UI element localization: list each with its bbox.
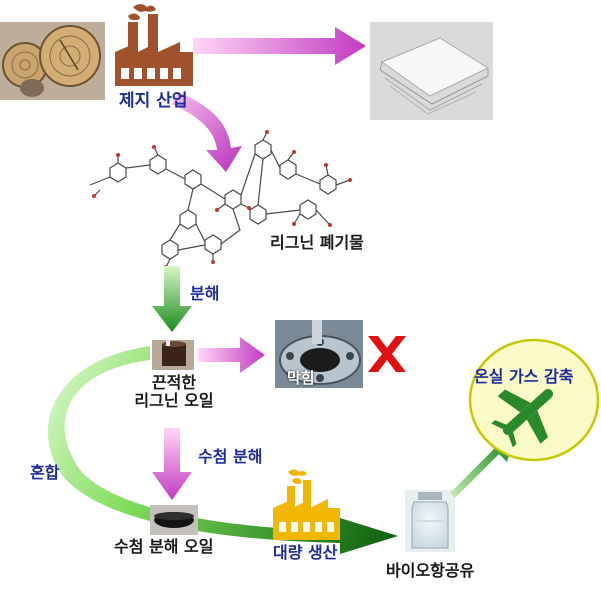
label-sticky-oil-line2: 리그닌 오일 (134, 391, 214, 411)
lignin-molecule (89, 131, 351, 268)
label-ghg-reduction: 온실 가스 감축 (474, 367, 574, 386)
arrow-decompose (152, 266, 192, 332)
label-mass-production: 대량 생산 (273, 543, 338, 562)
label-bio-jet-fuel: 바이오항공유 (386, 561, 475, 580)
fuel-bottle-photo (405, 490, 455, 552)
reactor-photo (275, 320, 363, 388)
arrow-to-paper (193, 27, 366, 65)
label-decomposition: 분해 (190, 284, 220, 303)
label-clogging: 막힘 (287, 369, 315, 387)
oil-dish-photo (150, 505, 198, 535)
arrow-mixing (47, 346, 398, 554)
label-sticky-oil-line1: 끈적한 (151, 373, 197, 392)
label-hydro-oil: 수첨 분해 오일 (114, 537, 214, 556)
oil-beaker-photo (152, 340, 194, 370)
label-lignin-waste: 리그닌 폐기물 (270, 233, 364, 252)
label-paper-industry: 제지 산업 (119, 91, 188, 111)
factory-icon (273, 469, 340, 540)
red-x-icon (368, 336, 406, 372)
label-sticky-oil: 끈적한 리그닌 오일 (124, 373, 224, 411)
arrow-to-reactor (198, 337, 265, 373)
label-hydro-decomposition: 수첨 분해 (198, 447, 263, 466)
paper-stack-photo (370, 22, 493, 120)
wood-logs-photo (0, 22, 105, 100)
factory-icon (115, 4, 193, 86)
arrow-hydro-decompose (152, 428, 192, 500)
airplane-icon (491, 388, 554, 448)
arrow-to-lignin (172, 92, 242, 172)
label-mixing: 혼합 (30, 463, 60, 482)
